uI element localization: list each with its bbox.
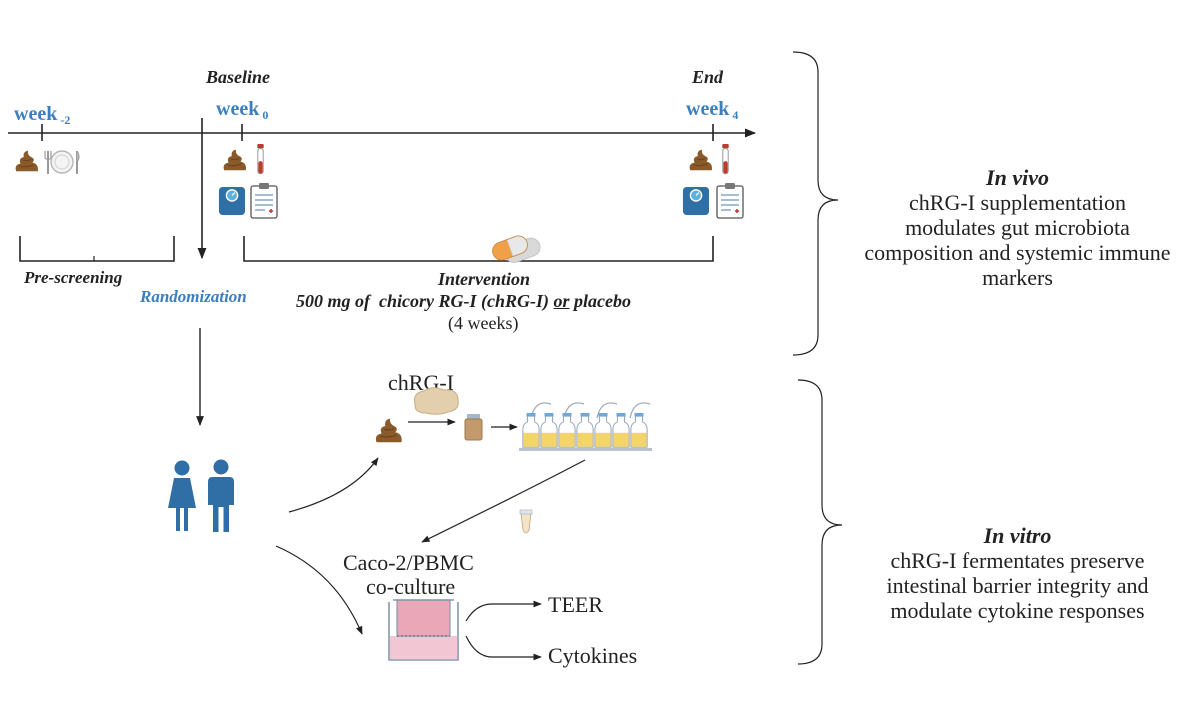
- eppendorf-tube-icon: [519, 509, 533, 534]
- intervention-duration: (4 weeks): [448, 313, 519, 333]
- female-participant-icon: [168, 460, 196, 531]
- intervention-title: Intervention: [438, 269, 531, 289]
- in-vitro-heading: In vitro: [983, 523, 1052, 548]
- to-coculture-arrow: [275, 545, 363, 635]
- prescreening-bracket: [19, 236, 175, 262]
- capsule-icon: [492, 235, 528, 261]
- chrgi-powder-icon: [413, 387, 459, 415]
- intervention-bracket: [243, 236, 714, 262]
- teer-label: TEER: [548, 592, 603, 617]
- sample-vial-icon: [464, 414, 483, 441]
- clipboard-icon: [250, 183, 278, 219]
- baseline-label: Baseline: [206, 67, 271, 87]
- stool-sample-icon: [375, 417, 403, 443]
- in-vitro-brace: [797, 379, 843, 665]
- cytokines-label: Cytokines: [548, 643, 638, 668]
- randomization-label: Randomization: [140, 287, 247, 306]
- to-fermentation-arrow: [288, 457, 379, 513]
- in-vivo-line: composition and systemic immune: [864, 240, 1171, 265]
- in-vivo-heading: In vivo: [986, 165, 1049, 190]
- stool-sample-icon: [223, 149, 247, 171]
- in-vivo-line: modulates gut microbiota: [905, 215, 1130, 240]
- intervention-dose: 500 mg of chicory RG-I (chRG-I) or place…: [296, 292, 631, 310]
- fermentate-arrow: [421, 459, 586, 543]
- stool-sample-icon: [689, 149, 713, 171]
- plate-cutlery-icon: [44, 150, 80, 174]
- male-participant-icon: [208, 459, 234, 532]
- clipboard-icon: [716, 183, 744, 219]
- blood-tube-icon: [721, 144, 730, 175]
- coculture-label-line2: co-culture: [366, 574, 456, 599]
- end-label: End: [692, 67, 724, 87]
- prescreening-label: Pre-screening: [24, 268, 123, 287]
- bioreactor-array-icon: [519, 402, 652, 451]
- in-vitro-panel: In vitro chRG-I fermentates preserve int…: [835, 523, 1200, 623]
- weight-scale-icon: [682, 186, 710, 216]
- weight-scale-icon: [218, 186, 246, 216]
- teer-arrow: [465, 600, 542, 622]
- in-vivo-brace: [792, 51, 839, 356]
- intervention-dose-text: 500 mg of chicory RG-I (chRG-I): [296, 291, 549, 311]
- blood-tube-icon: [256, 144, 265, 175]
- stool-sample-icon: [15, 150, 39, 172]
- in-vivo-line: chRG-I supplementation: [909, 190, 1126, 215]
- coculture-label-line1: Caco-2/PBMC: [343, 550, 474, 575]
- week-minus-2-label: week-2: [14, 103, 71, 127]
- in-vitro-line: intestinal barrier integrity and: [886, 573, 1149, 598]
- in-vitro-line: modulate cytokine responses: [890, 598, 1145, 623]
- intervention-or: or: [553, 291, 570, 311]
- cytokines-arrow: [465, 635, 542, 661]
- in-vitro-line: chRG-I fermentates preserve: [890, 548, 1145, 573]
- transwell-coculture-icon: [388, 599, 459, 661]
- intervention-placebo: placebo: [574, 291, 631, 311]
- in-vivo-panel: In vivo chRG-I supplementation modulates…: [835, 165, 1200, 290]
- in-vivo-line: markers: [982, 265, 1053, 290]
